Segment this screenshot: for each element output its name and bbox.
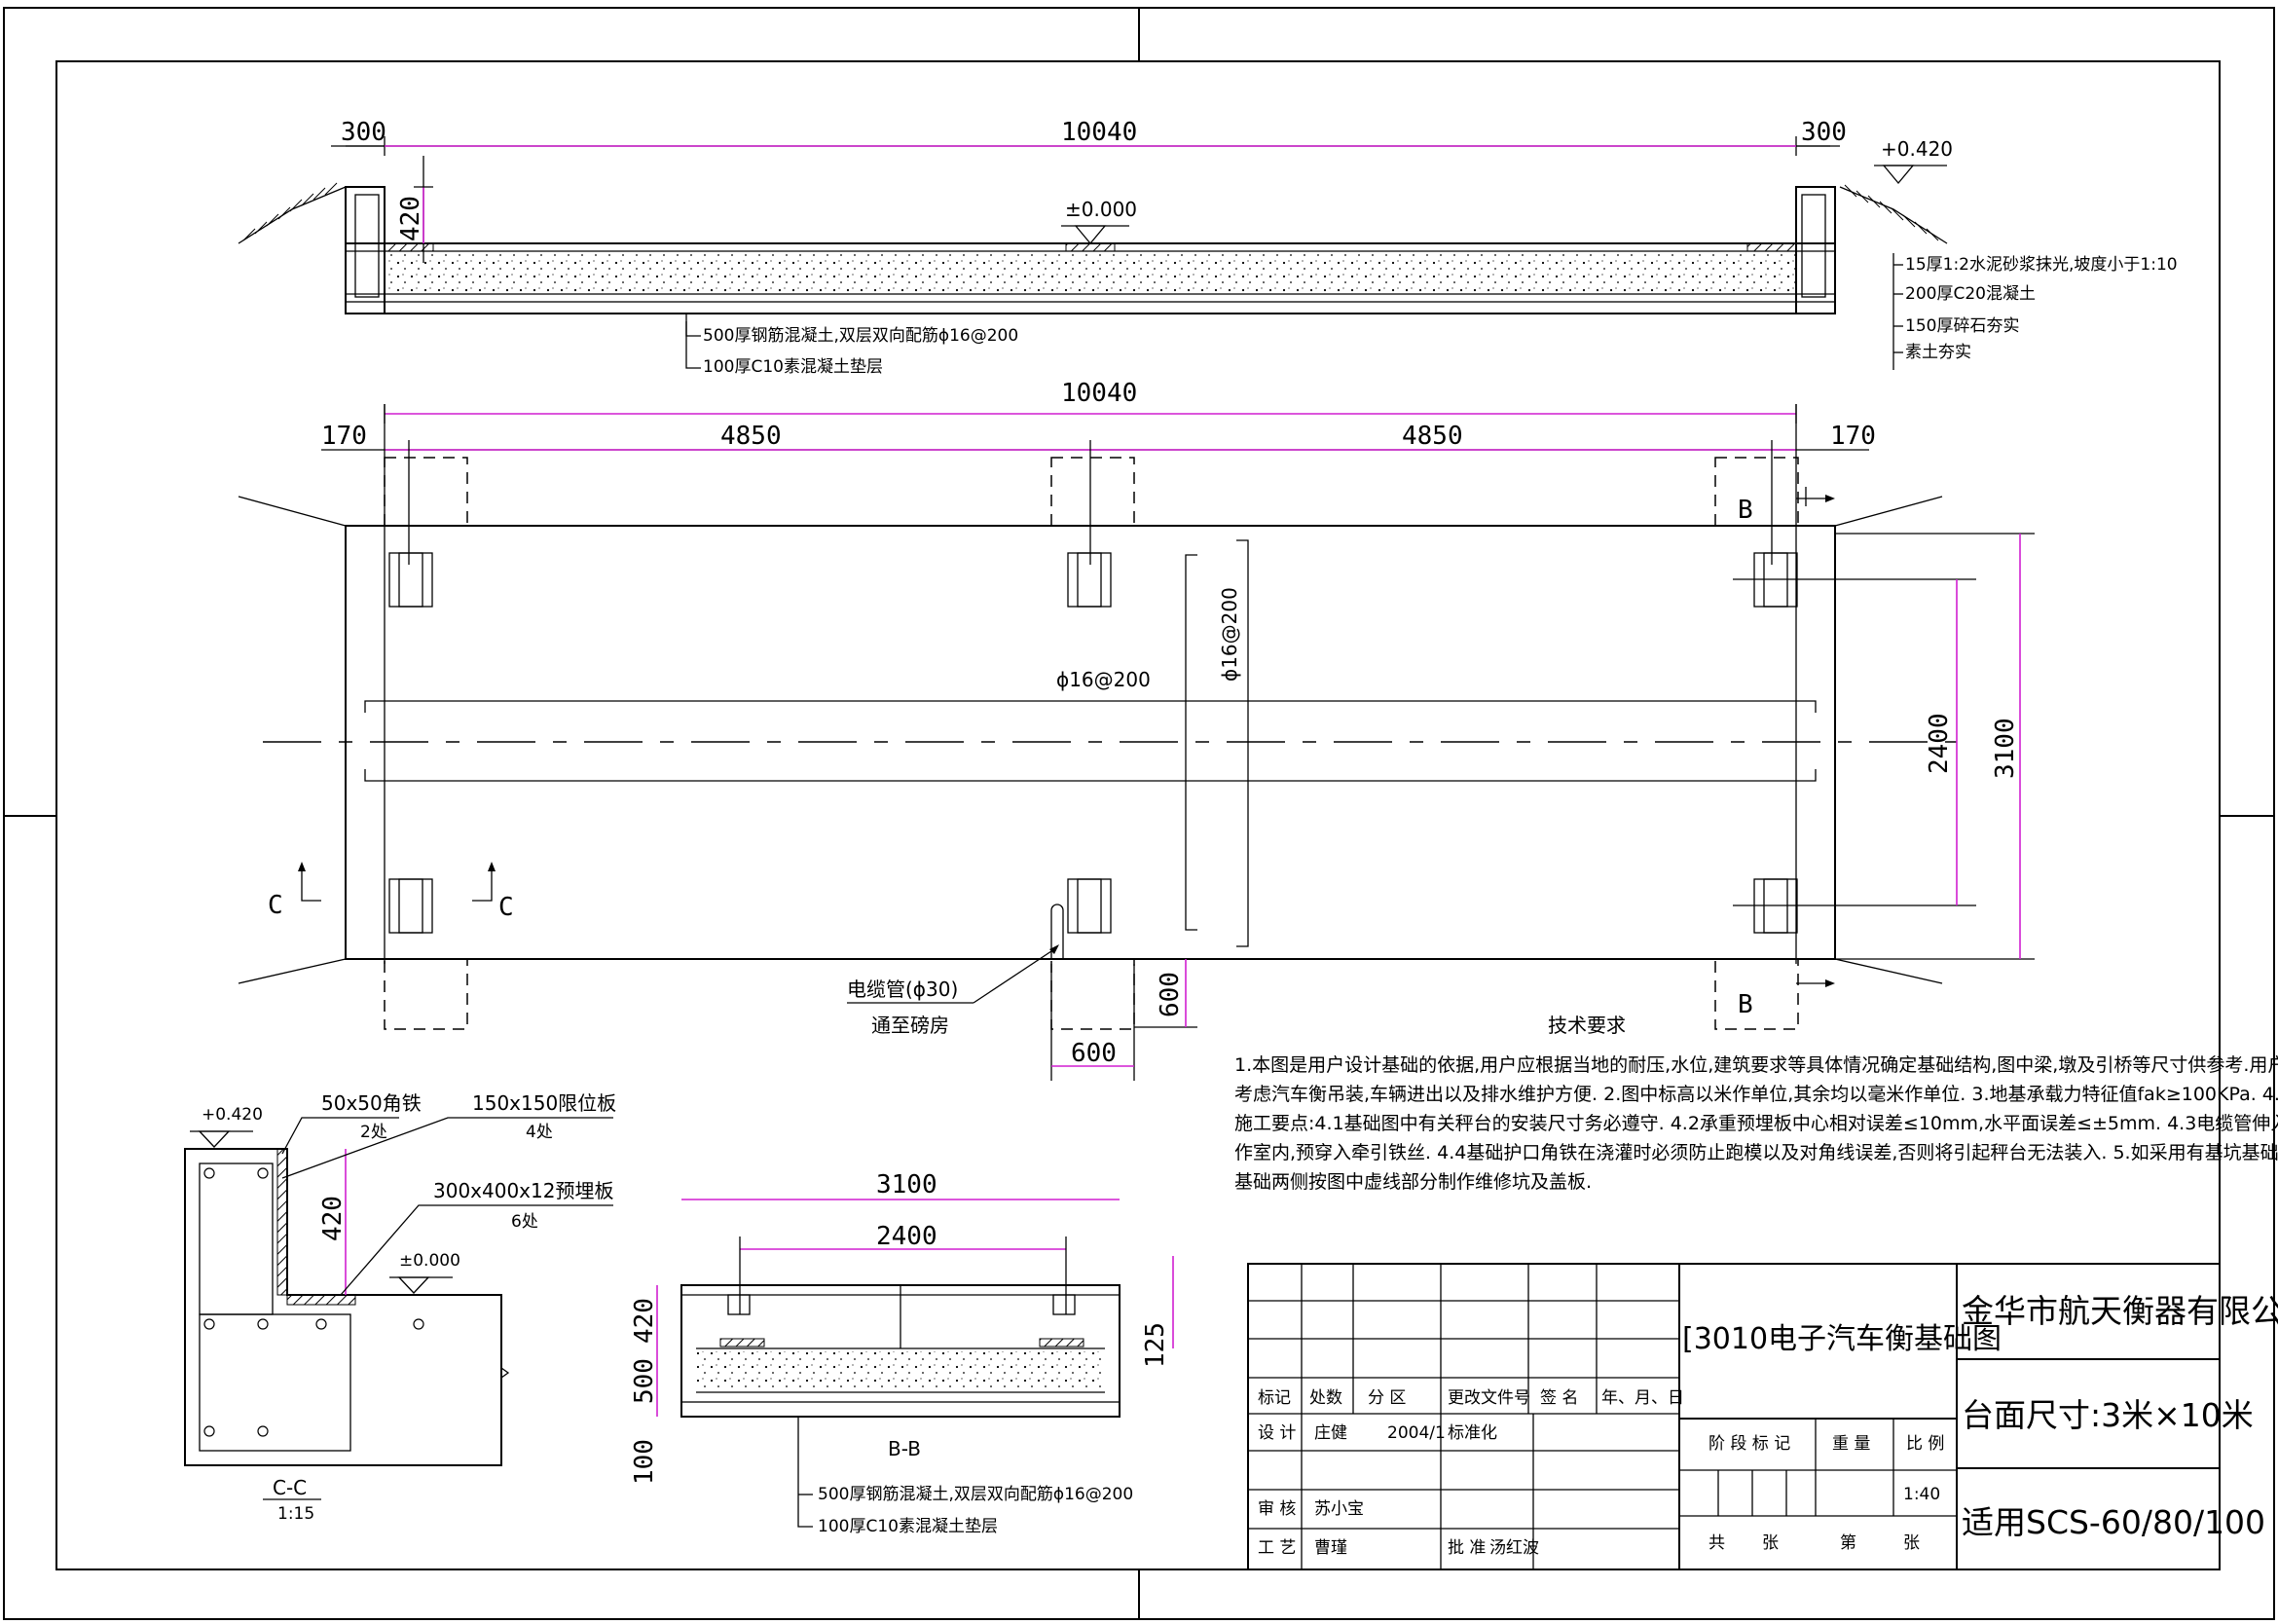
cc-scale: 1:15 bbox=[277, 1504, 314, 1524]
dim-plan-10040: 10040 bbox=[1061, 379, 1137, 408]
tb-company: 金华市航天衡器有限公司 bbox=[1962, 1292, 2278, 1330]
tb-scale: 1:40 bbox=[1903, 1485, 1940, 1504]
angle-iron-label: 50x50角铁 bbox=[321, 1091, 422, 1115]
dim-bb-500: 500 bbox=[630, 1358, 659, 1404]
dim-plan-600-v: 600 bbox=[1156, 972, 1185, 1017]
section-bb: 3100 2400 420 500 100 125 B-B 500厚钢筋混凝土,… bbox=[630, 1170, 1174, 1536]
cc-title: C-C bbox=[273, 1476, 307, 1499]
tb-h-zone: 分 区 bbox=[1368, 1388, 1406, 1408]
tb-approve: 批 准 bbox=[1448, 1538, 1486, 1558]
section-c-right: C bbox=[498, 893, 514, 922]
tb-weight: 重 量 bbox=[1832, 1434, 1870, 1454]
tb-applicable: 适用SCS-60/80/100 bbox=[1962, 1503, 2265, 1541]
limit-plate-label: 150x150限位板 bbox=[472, 1091, 616, 1115]
tb-stage: 阶 段 标 记 bbox=[1708, 1434, 1790, 1454]
tb-approver: 汤红波 bbox=[1489, 1538, 1539, 1558]
embed-plate-qty: 6处 bbox=[511, 1212, 538, 1232]
dim-plan-3100: 3100 bbox=[1991, 718, 2020, 779]
dim-plan-4850-right: 4850 bbox=[1402, 422, 1463, 451]
bb-note-1: 500厚钢筋混凝土,双层双向配筋ϕ16@200 bbox=[818, 1485, 1133, 1504]
tb-design-date: 2004/1 bbox=[1387, 1423, 1446, 1443]
tech-line-4: 作室内,预穿入牵引铁丝. 4.4基础护口角铁在浇灌时必须防止跑模以及对角线误差,… bbox=[1234, 1142, 2278, 1163]
cable-pipe-to: 通至磅房 bbox=[871, 1014, 949, 1037]
section-cc: +0.420 ±0.000 420 50x50角铁 2处 150x150限位板 … bbox=[184, 1091, 616, 1524]
layer-1: 15厚1:2水泥砂浆抹光,坡度小于1:10 bbox=[1905, 255, 2178, 275]
tech-line-1: 1.本图是用户设计基础的依据,用户应根据当地的耐压,水位,建筑要求等具体情况确定… bbox=[1234, 1054, 2278, 1076]
rebar-vert-label: ϕ16@200 bbox=[1218, 587, 1241, 682]
tb-design: 设 计 bbox=[1258, 1423, 1296, 1443]
dim-top-300-left: 300 bbox=[341, 118, 386, 147]
tech-line-3: 施工要点:4.1基础图中有关秤台的安装尺寸务必遵守. 4.2承重预埋板中心相对误… bbox=[1234, 1113, 2278, 1134]
angle-iron-qty: 2处 bbox=[360, 1123, 387, 1142]
tb-processor: 曹瑾 bbox=[1314, 1538, 1347, 1558]
tb-ratio: 比 例 bbox=[1906, 1434, 1944, 1454]
dim-top-10040: 10040 bbox=[1061, 118, 1137, 147]
cc-elev-plus: +0.420 bbox=[202, 1105, 263, 1125]
tech-title: 技术要求 bbox=[1548, 1014, 1626, 1037]
dim-bb-100: 100 bbox=[630, 1439, 659, 1485]
tb-sheet2: 张 bbox=[1903, 1533, 1920, 1553]
dim-plan-600-h: 600 bbox=[1071, 1039, 1117, 1068]
dim-cc-420: 420 bbox=[318, 1196, 348, 1241]
dim-bb-2400: 2400 bbox=[876, 1222, 937, 1251]
top-section: 300 10040 300 bbox=[238, 118, 2178, 377]
cc-elev-zero: ±0.000 bbox=[399, 1251, 460, 1271]
elev-zero-top: ±0.000 bbox=[1065, 198, 1137, 221]
sheet-border bbox=[3, 7, 2275, 1620]
tb-h-date: 年、月、日 bbox=[1601, 1388, 1684, 1408]
tb-page: 第 bbox=[1840, 1533, 1856, 1553]
dim-top-420: 420 bbox=[396, 196, 425, 241]
dim-plan-4850-left: 4850 bbox=[720, 422, 782, 451]
cable-pipe-label: 电缆管(ϕ30) bbox=[847, 978, 958, 1001]
title-block: 标记 处数 分 区 更改文件号 签 名 年、月、日 设 计 庄健 2004/1 … bbox=[1247, 1263, 2278, 1570]
tech-line-5: 基础两侧按图中虚线部分制作维修坑及盖板. bbox=[1234, 1171, 1592, 1193]
tb-platform-size: 台面尺寸:3米×10米 bbox=[1962, 1396, 2254, 1434]
tech-line-2: 考虑汽车衡吊装,车辆进出以及排水维护方便. 2.图中标高以米作单位,其余均以毫米… bbox=[1234, 1084, 2278, 1105]
dim-top-300-right: 300 bbox=[1801, 118, 1847, 147]
section-c-left: C bbox=[268, 891, 283, 920]
section-b-bottom: B bbox=[1738, 990, 1753, 1019]
limit-plate-qty: 4处 bbox=[526, 1123, 553, 1142]
embed-plate-label: 300x400x12预埋板 bbox=[433, 1179, 613, 1202]
tb-designer: 庄健 bbox=[1314, 1423, 1347, 1443]
dim-plan-170-right: 170 bbox=[1830, 422, 1876, 451]
tb-total: 共 bbox=[1708, 1533, 1725, 1553]
rebar-main-label: ϕ16@200 bbox=[1056, 668, 1151, 691]
tb-reviewer: 苏小宝 bbox=[1314, 1499, 1364, 1519]
slab-note-1: 500厚钢筋混凝土,双层双向配筋ϕ16@200 bbox=[703, 326, 1018, 346]
layer-3: 150厚碎石夯实 bbox=[1905, 316, 2019, 336]
dim-bb-3100: 3100 bbox=[876, 1170, 937, 1200]
bb-title: B-B bbox=[888, 1437, 921, 1460]
tb-h-count: 处数 bbox=[1309, 1388, 1342, 1408]
section-b-top: B bbox=[1738, 496, 1753, 525]
tb-review: 审 核 bbox=[1258, 1499, 1296, 1519]
tb-h-change: 更改文件号 bbox=[1448, 1388, 1530, 1408]
dim-plan-2400: 2400 bbox=[1925, 713, 1954, 774]
tb-drawing-name: [3010电子汽车衡基础图 bbox=[1682, 1322, 2002, 1356]
dim-bb-420: 420 bbox=[630, 1298, 659, 1344]
tb-h-sign: 签 名 bbox=[1540, 1388, 1578, 1408]
tb-h-mark: 标记 bbox=[1258, 1388, 1291, 1408]
dim-plan-170-left: 170 bbox=[321, 422, 367, 451]
layer-4: 素土夯实 bbox=[1905, 343, 1971, 362]
slab-note-2: 100厚C10素混凝土垫层 bbox=[703, 357, 883, 377]
tb-sheet: 张 bbox=[1762, 1533, 1779, 1553]
dim-bb-125: 125 bbox=[1141, 1322, 1170, 1368]
tb-process: 工 艺 bbox=[1258, 1538, 1296, 1558]
technical-requirements: 技术要求 1.本图是用户设计基础的依据,用户应根据当地的耐压,水位,建筑要求等具… bbox=[1234, 1014, 2278, 1193]
tb-standard: 标准化 bbox=[1448, 1423, 1497, 1443]
bb-note-2: 100厚C10素混凝土垫层 bbox=[818, 1517, 998, 1536]
plan-view: 10040 170 4850 4850 170 bbox=[238, 379, 2035, 1081]
layer-2: 200厚C20混凝土 bbox=[1905, 284, 2036, 304]
elev-plus-top: +0.420 bbox=[1881, 137, 1953, 161]
